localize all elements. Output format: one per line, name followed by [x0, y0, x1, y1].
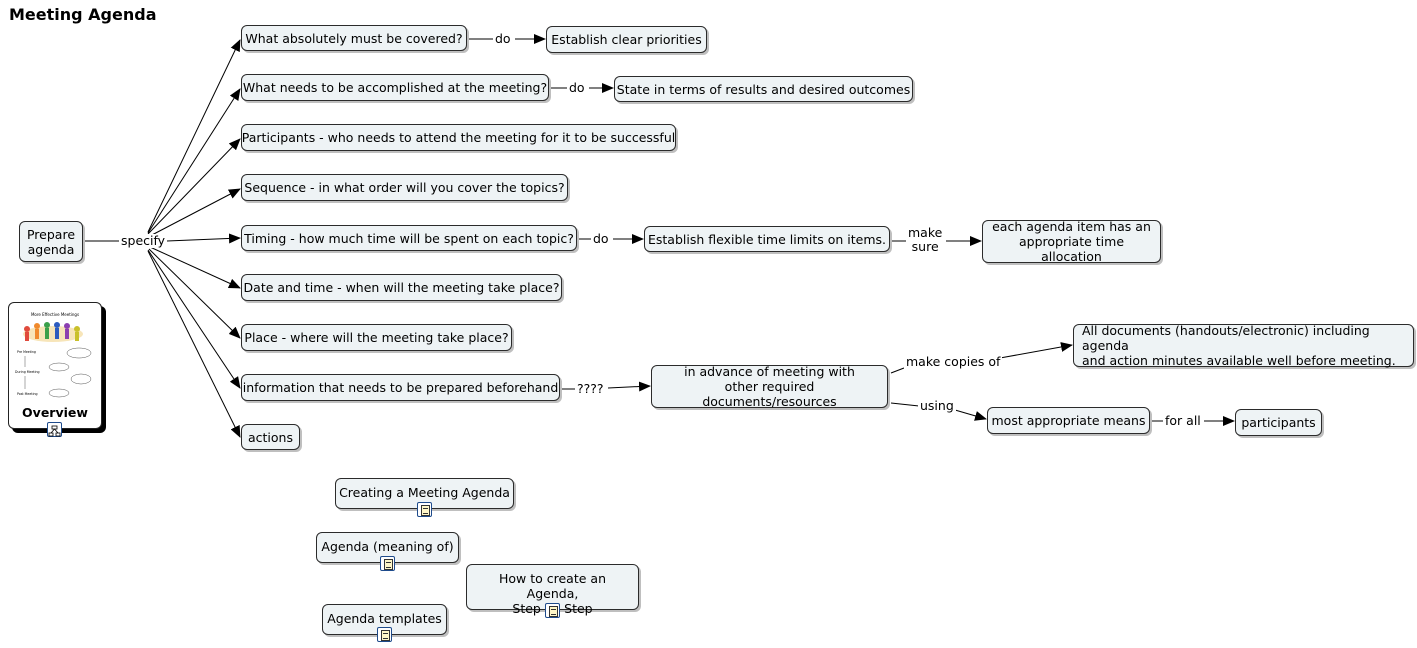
page-title: Meeting Agenda: [9, 5, 157, 24]
node-appropriate-means[interactable]: most appropriate means: [987, 407, 1150, 434]
node-results-outcomes[interactable]: State in terms of results and desired ou…: [614, 76, 913, 102]
node-actions[interactable]: actions: [241, 424, 300, 450]
document-icon[interactable]: [545, 603, 560, 618]
node-clear-priorities[interactable]: Establish clear priorities: [546, 26, 707, 53]
link-label-make-sure: make sure: [906, 225, 945, 254]
connector-specify-q3: [147, 138, 241, 235]
resource-label: Creating a Meeting Agenda: [339, 485, 510, 500]
node-must-be-covered[interactable]: What absolutely must be covered?: [241, 25, 467, 51]
connector-specify-q8: [147, 249, 241, 389]
concept-map-glyph: [48, 425, 61, 437]
link-label-using: using: [918, 398, 956, 413]
link-label-specify: specify: [119, 233, 168, 248]
concept-map-icon[interactable]: [47, 422, 62, 437]
people-circle-icon: [23, 322, 83, 342]
document-icon[interactable]: [417, 502, 432, 517]
node-in-advance[interactable]: in advance of meeting with other require…: [651, 364, 888, 409]
resource-how-to-create[interactable]: How to create an Agenda, Step by Step: [466, 564, 639, 616]
thumbnail-step: During Meeting: [15, 370, 40, 374]
link-label-do: do: [493, 31, 513, 46]
node-sequence[interactable]: Sequence - in what order will you cover …: [241, 174, 568, 201]
connector-a8-using: [890, 402, 920, 407]
overview-map-thumbnail[interactable]: More Effective Meetings Pre Meeting Duri…: [8, 302, 102, 437]
node-information[interactable]: information that needs to be prepared be…: [241, 374, 560, 401]
link-label-for-all: for all: [1163, 413, 1203, 428]
node-participants-target[interactable]: participants: [1235, 409, 1322, 436]
node-time-allocation[interactable]: each agenda item has an appropriate time…: [982, 219, 1161, 264]
node-date-time[interactable]: Date and time - when will the meeting ta…: [241, 274, 562, 301]
node-prepare-agenda[interactable]: Prepare agenda: [19, 221, 83, 262]
resource-label: Agenda templates: [327, 611, 442, 626]
link-label-do: do: [591, 231, 611, 246]
link-label-unknown: ????: [575, 381, 606, 396]
connector-makecopies-a8a: [999, 342, 1073, 359]
connector-specify-q1: [147, 39, 241, 233]
node-accomplished[interactable]: What needs to be accomplished at the mee…: [241, 74, 549, 101]
document-icon[interactable]: [380, 556, 395, 571]
overview-caption: Overview: [22, 405, 88, 420]
node-timing[interactable]: Timing - how much time will be spent on …: [241, 225, 577, 251]
overview-thumbnail-image: More Effective Meetings Pre Meeting Duri…: [15, 312, 92, 398]
node-place[interactable]: Place - where will the meeting take plac…: [241, 324, 512, 351]
connector-specify-q5: [166, 233, 241, 244]
link-label-do: do: [567, 80, 587, 95]
link-label-make-copies: make copies of: [904, 354, 1003, 369]
connector-a8-makecopies: [890, 367, 905, 374]
connector-specify-q9: [147, 250, 241, 438]
node-participants[interactable]: Participants - who needs to attend the m…: [241, 124, 676, 151]
connector-specify-q2: [147, 88, 241, 234]
thumbnail-step: Post Meeting: [17, 392, 38, 396]
thumbnail-title: More Effective Meetings: [31, 312, 79, 317]
document-icon[interactable]: [377, 627, 392, 642]
connector-qq-a8: [607, 381, 651, 392]
connector-specify-q7: [148, 248, 241, 339]
connector-specify-q4: [149, 188, 241, 237]
resource-label: How to create an Agenda, Step by Step: [498, 571, 606, 616]
node-flexible-time-limits[interactable]: Establish flexible time limits on items.: [644, 226, 890, 252]
connector-specify-q6: [149, 246, 241, 289]
node-all-documents[interactable]: All documents (handouts/electronic) incl…: [1073, 323, 1414, 368]
connector-using-a8b: [954, 409, 987, 421]
resource-label: Agenda (meaning of): [321, 539, 454, 554]
thumbnail-step: Pre Meeting: [17, 350, 36, 354]
